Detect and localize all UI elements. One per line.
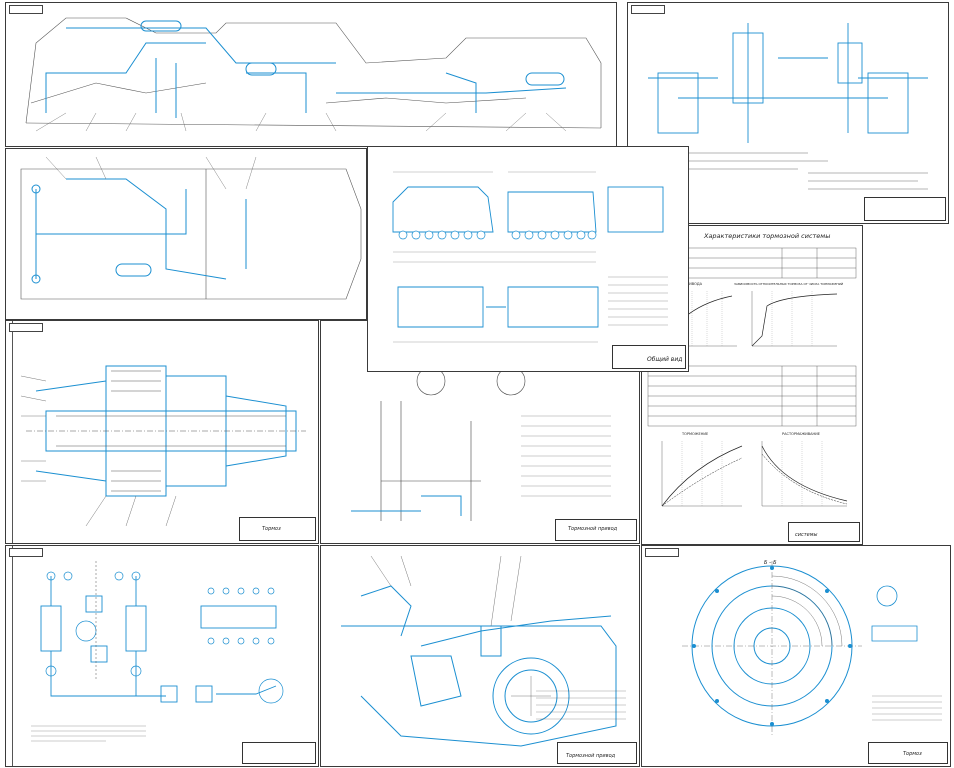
title-block: Общий вид: [612, 345, 686, 369]
sheet-corner-tag: [645, 548, 679, 557]
title-block: системы: [788, 522, 860, 542]
sheet-side-strip: [6, 321, 13, 543]
sheet-corner-tag: [9, 548, 43, 557]
section-label: Б – Б: [764, 560, 777, 566]
vehicle-side-drawing: [25, 17, 602, 132]
title-block: Тормозной привод: [555, 519, 637, 541]
pedal-drive-drawing: [341, 555, 626, 747]
title-block-name: Тормозной привод: [568, 526, 618, 532]
sheet-corner-tag: [631, 5, 665, 14]
pneumatic-scheme-drawing: [31, 561, 284, 742]
sheet-corner-tag: [9, 323, 43, 332]
graph-release-title: РАСТОРМАЖИВАНИЕ: [782, 432, 821, 436]
graph-relative-title: ЗАВИСИМОСТЬ ОТНОСИТЕЛЬНЫХ ТОРМОЗА ОТ ЧИС…: [734, 282, 844, 286]
characteristics-title: Характеристики тормозной системы: [704, 232, 831, 240]
title-block: Тормоз: [868, 742, 948, 764]
brake-drive-frame-drawing: [351, 366, 611, 521]
vehicle-general-view-drawing: [392, 171, 668, 343]
title-block: [242, 742, 316, 764]
sheet-brake-section: Тормоз: [5, 320, 319, 544]
title-block-name: Тормоз: [262, 526, 281, 532]
title-block-name: Тормоз: [903, 751, 922, 757]
vehicle-plan-drawing: [20, 156, 362, 300]
title-block: Тормоз: [239, 517, 316, 541]
sheet-pedal-drive: Тормозной привод: [320, 545, 640, 767]
sheet-side-strip: [6, 546, 13, 766]
brake-section-drawing: [20, 365, 306, 527]
title-block-name: Тормозной привод: [566, 753, 616, 759]
characteristics-tables-and-graphs: [647, 247, 857, 507]
sheet-pneumatic-scheme: [5, 545, 319, 767]
sheet-vehicle-general-view: Общий вид: [367, 146, 689, 372]
sheet-brake-disc: Б – Б Тормо: [641, 545, 951, 767]
sheet-vehicle-plan: [5, 148, 367, 320]
title-block-name: Общий вид: [647, 356, 683, 363]
kinematic-diagram: [648, 23, 928, 190]
title-block: [864, 197, 946, 221]
brake-disc-drawing: [682, 561, 942, 736]
sheet-corner-tag: [9, 5, 43, 14]
title-block: Тормозной привод: [557, 742, 637, 764]
title-block-name: системы: [795, 532, 818, 538]
sheet-vehicle-pneumatic-layout: [5, 2, 617, 147]
graph-braking-title: ТОРМОЖЕНИЕ: [682, 432, 709, 436]
